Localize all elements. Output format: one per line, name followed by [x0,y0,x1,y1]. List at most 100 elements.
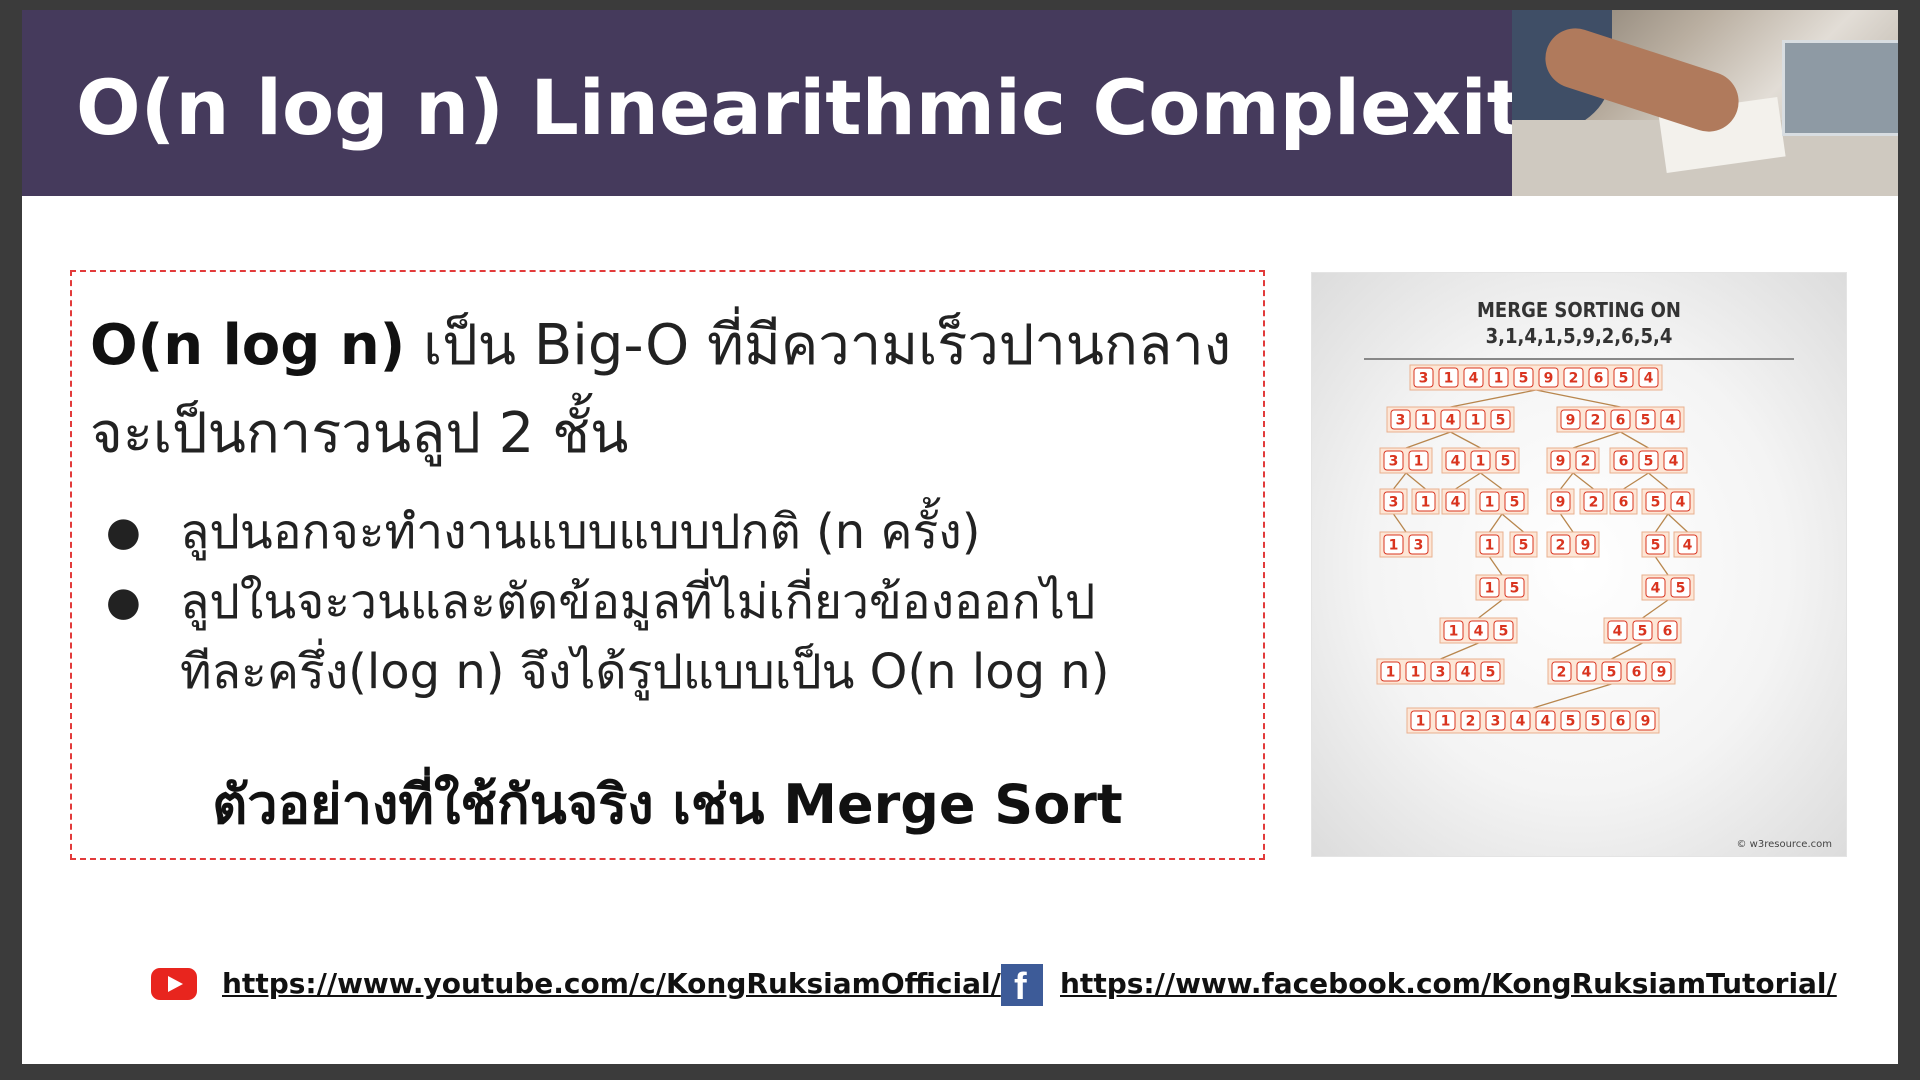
array-cell [1575,534,1596,555]
array-group: 4 [1441,488,1470,515]
diagram-title-line-2: 3,1,4,1,5,9,2,6,5,4 [1485,324,1673,348]
bullet-list: ● ลูปนอกจะทำงานแบบแบบปกติ (n ครั้ง) ● ลู… [90,497,1109,707]
array-cell-value: 4 [1666,413,1676,429]
array-cell-value: 9 [1544,371,1554,387]
array-cell-value: 1 [1416,714,1426,730]
array-cell-value: 5 [1496,413,1506,429]
array-cell [1480,661,1501,682]
array-cell [1585,710,1606,731]
array-cell [1470,450,1491,471]
array-cell-value: 4 [1541,714,1551,730]
array-cell-value: 6 [1663,624,1673,640]
array-cell-value: 2 [1557,665,1567,681]
array-cell [1645,534,1666,555]
connector-line [1611,642,1643,660]
connector-line [1572,431,1621,449]
array-cell [1575,450,1596,471]
connector-line [1623,472,1649,490]
bullet-text-continued: ทีละครึ่ง(log n) จึงได้รูปแบบเป็น O(n lo… [180,644,1110,700]
array-group: 9 [1546,488,1575,515]
array-cell [1380,661,1401,682]
array-cell-value: 5 [1519,371,1529,387]
youtube-link[interactable]: https://www.youtube.com/c/KongRuksiamOff… [222,967,1001,1000]
array-cell-value: 1 [1411,665,1421,681]
array-cell [1588,367,1609,388]
array-cell-value: 5 [1510,581,1520,597]
array-cell-value: 5 [1501,454,1511,470]
array-cell-value: 9 [1581,538,1591,554]
intro-paragraph: O(n log n) เป็น Big-O ที่มีความเร็วปานกล… [90,302,1231,478]
array-cell [1488,367,1509,388]
array-cell [1613,491,1634,512]
connector-line [1667,513,1688,533]
bullet-text: ลูปนอกจะทำงานแบบแบบปกติ (n ครั้ง) [180,504,981,560]
array-cell [1430,661,1451,682]
array-cell [1513,534,1534,555]
array-cell [1551,661,1572,682]
array-cell [1626,661,1647,682]
array-cell-value: 5 [1651,538,1661,554]
array-cell-value: 2 [1466,714,1476,730]
youtube-icon[interactable] [151,968,197,1000]
connector-line [1654,556,1669,576]
array-cell-value: 1 [1386,665,1396,681]
array-cell [1413,367,1434,388]
array-cell-value: 9 [1556,454,1566,470]
array-cell-value: 3 [1389,454,1399,470]
array-cell [1550,450,1571,471]
array-cell [1607,620,1628,641]
array-cell-value: 1 [1414,454,1424,470]
diagram-divider [1364,358,1794,360]
array-group: 6 [1609,488,1638,515]
array-group: 4 [1673,531,1702,558]
array-cell [1493,620,1514,641]
array-cell [1435,710,1456,731]
array-cell [1463,367,1484,388]
intro-line-1: O(n log n) เป็น Big-O ที่มีความเร็วปานกล… [90,302,1231,390]
array-cell-value: 4 [1651,581,1661,597]
connector-line [1478,599,1503,619]
slide-title: O(n log n) Linearithmic Complexity [76,63,1573,152]
array-cell-value: 5 [1607,665,1617,681]
connector-line [1488,513,1503,533]
array-cell-value: 4 [1516,714,1526,730]
array-cell [1410,710,1431,731]
array-cell-value: 4 [1669,454,1679,470]
connector-line [1480,472,1503,490]
facebook-glyph: f [1014,966,1027,1008]
header-photo [1512,10,1898,196]
intro-line-2: จะเป็นการวนลูป 2 ชั้น [90,401,629,466]
connector-line [1648,472,1669,490]
facebook-link[interactable]: https://www.facebook.com/KongRuksiamTuto… [1060,967,1837,1000]
bullet-dot-icon: ● [106,579,141,625]
array-cell [1635,409,1656,430]
array-cell-value: 3 [1389,495,1399,511]
array-cell [1563,367,1584,388]
connector-line [1488,556,1503,576]
facebook-icon[interactable]: f [1001,964,1043,1008]
array-cell-value: 9 [1657,665,1667,681]
array-cell [1538,367,1559,388]
array-cell-value: 5 [1641,413,1651,429]
connector-line [1392,472,1407,490]
array-cell [1560,409,1581,430]
array-cell-value: 4 [1461,665,1471,681]
array-group: 5 [1641,531,1670,558]
bullet-item: ● ลูปนอกจะทำงานแบบแบบปกติ (n ครั้ง) [90,497,1109,567]
array-cell-value: 1 [1444,371,1454,387]
array-cell [1585,409,1606,430]
array-cell-value: 2 [1589,495,1599,511]
array-cell-value: 2 [1569,371,1579,387]
diagram-copyright: © w3resource.com [1736,839,1832,850]
array-cell-value: 4 [1474,624,1484,640]
connector-line [1642,599,1669,619]
array-cell [1408,450,1429,471]
array-cell-value: 6 [1632,665,1642,681]
